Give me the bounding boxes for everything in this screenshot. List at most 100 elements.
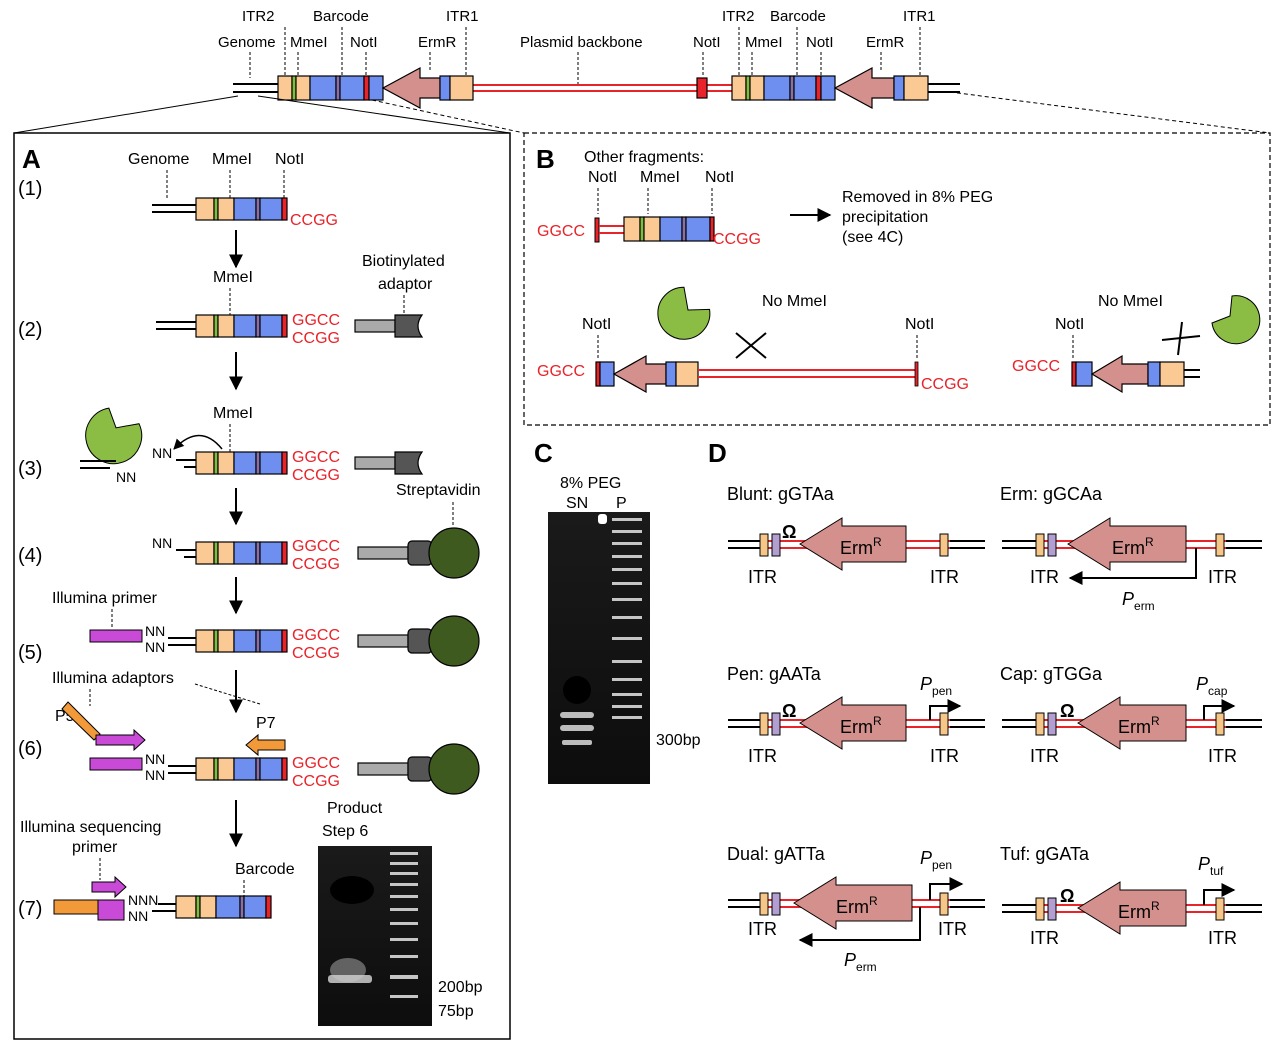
d-title-dual: Dual: gATTa: [727, 844, 826, 864]
b-removed-3: (see 4C): [842, 229, 903, 246]
d-pcap-cap: Pcap: [1196, 674, 1228, 698]
top-construct: Genome ITR2 MmeI Barcode NotI ErmR ITR1 …: [13, 8, 1271, 134]
d-itr-erm-left: ITR: [1030, 567, 1059, 587]
a-gel-75bp: 75bp: [438, 1003, 474, 1020]
panel-a: A (1) (2) (3) (4) (5) (6) (7) Genome Mme…: [13, 132, 511, 1040]
d-erm-blunt: ErmR: [840, 535, 882, 558]
a1-genome-label: Genome: [128, 151, 189, 168]
top-label-noti-right: NotI: [806, 34, 834, 51]
b-mmei-pacman-2: [1211, 295, 1261, 345]
top-label-itr1-left: ITR1: [446, 8, 479, 25]
panel-d-letter: D: [708, 438, 727, 468]
c-peg-label: 8% PEG: [560, 475, 621, 492]
b-mmei-pacman-1: [657, 286, 711, 340]
d-construct-cap: Cap: gTGGa Ω ErmR Pcap ITR ITR: [1000, 664, 1262, 766]
a6-illumina-adaptors: Illumina adaptors: [52, 670, 174, 687]
a4-streptavidin: Streptavidin: [396, 482, 481, 499]
a5-ccgg: CCGG: [292, 645, 340, 662]
a4-ggcc: GGCC: [292, 538, 340, 555]
a7-seq-primer-1: Illumina sequencing: [20, 819, 161, 836]
d-itr-tuf-left: ITR: [1030, 928, 1059, 948]
a3-mmei-pacman: [85, 407, 143, 465]
a2-ccgg: CCGG: [292, 330, 340, 347]
top-label-barcode-right: Barcode: [770, 8, 826, 25]
panel-c: C 8% PEG SN P 300bp: [534, 438, 701, 784]
a2-biotinylated: Biotinylated: [362, 253, 445, 270]
a6-ccgg: CCGG: [292, 773, 340, 790]
panel-a-letter: A: [22, 144, 41, 174]
top-label-itr1-right: ITR1: [903, 8, 936, 25]
a2-mmei-label: MmeI: [213, 269, 253, 286]
d-construct-blunt: Blunt: gGTAa Ω ErmR ITR ITR: [727, 484, 985, 587]
b-noti-3: NotI: [582, 316, 611, 333]
b-removed-1: Removed in 8% PEG: [842, 189, 993, 206]
a2-ggcc: GGCC: [292, 312, 340, 329]
d-omega-pen: Ω: [782, 701, 796, 721]
top-label-genome: Genome: [218, 34, 276, 51]
d-ppen-pen: Ppen: [920, 674, 952, 698]
d-perm-erm: Perm: [1122, 589, 1155, 613]
a5-ggcc: GGCC: [292, 627, 340, 644]
top-label-itr2-left: ITR2: [242, 8, 275, 25]
step-6-label: (6): [18, 738, 42, 760]
d-title-blunt: Blunt: gGTAa: [727, 484, 835, 504]
top-label-mmei-left: MmeI: [290, 34, 328, 51]
d-itr-tuf-right: ITR: [1208, 928, 1237, 948]
b-ccgg-1: CCGG: [713, 231, 761, 248]
a6-p7: P7: [256, 715, 276, 732]
a6-ggcc: GGCC: [292, 755, 340, 772]
b-noti-4: NotI: [905, 316, 934, 333]
d-itr-blunt-left: ITR: [748, 567, 777, 587]
panel-d: D Blunt: gGTAa Ω ErmR ITR ITR Erm: gGCAa…: [708, 438, 1262, 974]
top-label-barcode-left: Barcode: [313, 8, 369, 25]
b-noti-1: NotI: [588, 169, 617, 186]
a5-nn-top: NN: [145, 623, 165, 639]
d-construct-pen: Pen: gAATa Ω ErmR Ppen ITR ITR: [727, 664, 985, 766]
d-omega-cap: Ω: [1060, 701, 1074, 721]
a6-nn-bottom: NN: [145, 767, 165, 783]
a2-adaptor: adaptor: [378, 276, 433, 293]
c-300bp: 300bp: [656, 732, 701, 749]
d-title-cap: Cap: gTGGa: [1000, 664, 1103, 684]
a4-ccgg: CCGG: [292, 556, 340, 573]
b-noti-5: NotI: [1055, 316, 1084, 333]
a1-ccgg: CCGG: [290, 212, 338, 229]
step-2-label: (2): [18, 319, 42, 341]
b-noti-2: NotI: [705, 169, 734, 186]
a-gel-product: Product: [327, 800, 383, 817]
d-itr-pen-left: ITR: [748, 746, 777, 766]
top-label-ermr-right: ErmR: [866, 34, 904, 51]
d-itr-blunt-right: ITR: [930, 567, 959, 587]
a6-nn-top: NN: [145, 751, 165, 767]
d-construct-tuf: Tuf: gGATa Ω ErmR Ptuf ITR ITR: [1000, 844, 1262, 948]
b-no-mmei-1: No MmeI: [762, 293, 827, 310]
d-erm-dual: ErmR: [836, 894, 878, 917]
top-label-mmei-right: MmeI: [745, 34, 783, 51]
a3-nn-right: NN: [152, 445, 172, 461]
d-itr-pen-right: ITR: [930, 746, 959, 766]
b-ggcc-2: GGCC: [537, 363, 585, 380]
d-itr-dual-left: ITR: [748, 919, 777, 939]
d-erm-pen: ErmR: [840, 714, 882, 737]
a1-mmei-label: MmeI: [212, 151, 252, 168]
a-gel-step6: Step 6: [322, 823, 368, 840]
top-label-itr2-right: ITR2: [722, 8, 755, 25]
d-omega-tuf: Ω: [1060, 886, 1074, 906]
b-removed-2: precipitation: [842, 209, 928, 226]
a7-barcode: Barcode: [235, 861, 295, 878]
step-4-label: (4): [18, 545, 42, 567]
a5-nn-bottom: NN: [145, 639, 165, 655]
a7-nn-bottom: NN: [128, 908, 148, 924]
d-itr-cap-left: ITR: [1030, 746, 1059, 766]
a-gel-200bp: 200bp: [438, 979, 483, 996]
step-3-label: (3): [18, 458, 42, 480]
b-mmei-1: MmeI: [640, 169, 680, 186]
c-sn-label: SN: [566, 495, 588, 512]
top-label-backbone: Plasmid backbone: [520, 34, 643, 51]
d-ppen-dual: Ppen: [920, 848, 952, 872]
d-construct-dual: Dual: gATTa ErmR Ppen ITR ITR Perm: [727, 844, 985, 974]
d-erm-erm: ErmR: [1112, 535, 1154, 558]
d-perm-dual: Perm: [844, 950, 877, 974]
